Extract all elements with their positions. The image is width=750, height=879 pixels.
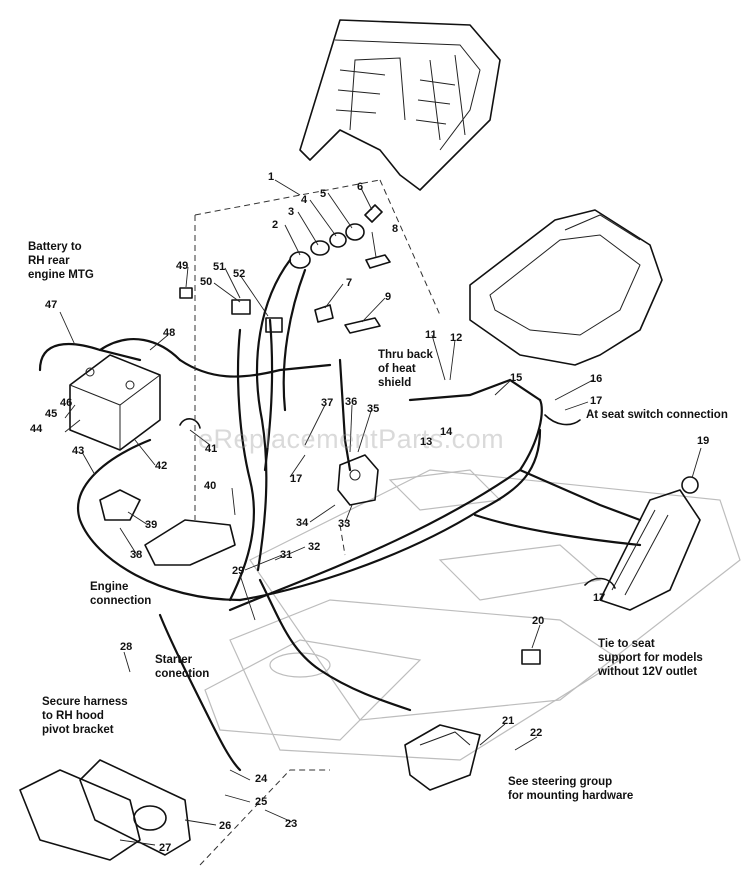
callout-26: 26 — [219, 820, 232, 832]
callout-14: 14 — [440, 426, 453, 438]
note-starter-text: Starter conection — [155, 654, 210, 680]
callout-28: 28 — [120, 641, 133, 653]
mounting-brackets — [99, 489, 481, 791]
callout-45: 45 — [45, 408, 58, 420]
note-heat-shield-text: Thru back of heat shield — [378, 349, 433, 389]
callout-42: 42 — [155, 460, 168, 472]
leader-lines — [59, 179, 702, 846]
callout-46: 46 — [60, 397, 73, 409]
callout-17-seat-switch: 17 — [590, 395, 603, 407]
note-steering-text: See steering group for mounting hardware — [508, 776, 634, 802]
callout-3: 3 — [288, 206, 295, 218]
note-hood-bracket: Secure harness to RH hood pivot bracket — [42, 695, 128, 737]
callout-38: 38 — [130, 549, 143, 561]
note-seat-support-text: Tie to seat support for models without 1… — [598, 638, 703, 678]
note-engine-connection: Engine connection — [90, 580, 151, 608]
callout-6: 6 — [357, 181, 364, 193]
callout-34: 34 — [296, 517, 309, 529]
callout-48: 48 — [163, 327, 176, 339]
note-seat-switch: At seat switch connection — [586, 408, 728, 422]
note-hood-text: Secure harness to RH hood pivot bracket — [42, 696, 128, 736]
callout-32: 32 — [308, 541, 321, 553]
note-steering-group: See steering group for mounting hardware — [508, 775, 633, 803]
note-engine-text: Engine connection — [90, 581, 152, 607]
solenoid — [337, 454, 379, 506]
dash-console — [299, 19, 501, 191]
callout-5: 5 — [320, 188, 327, 200]
callout-2: 2 — [272, 219, 279, 231]
callout-17-seat-support: 17 — [593, 592, 606, 604]
connectors — [179, 287, 541, 665]
callout-52: 52 — [233, 268, 246, 280]
battery — [69, 354, 161, 451]
callout-43: 43 — [72, 445, 85, 457]
note-battery-mount: Battery to RH rear engine MTG — [28, 240, 94, 282]
callout-50: 50 — [200, 276, 213, 288]
callout-8: 8 — [392, 223, 399, 235]
callout-13: 13 — [420, 436, 433, 448]
callout-39: 39 — [145, 519, 158, 531]
callout-15: 15 — [510, 372, 523, 384]
callout-17-harness: 17 — [290, 473, 303, 485]
callout-33: 33 — [338, 518, 351, 530]
note-starter-connection: Starter conection — [155, 653, 209, 681]
callout-21: 21 — [502, 715, 515, 727]
callout-44: 44 — [30, 423, 43, 435]
note-seat-switch-text: At seat switch connection — [586, 409, 728, 421]
callout-22: 22 — [530, 727, 543, 739]
callout-16: 16 — [590, 373, 603, 385]
note-seat-support: Tie to seat support for models without 1… — [598, 637, 703, 679]
callout-35: 35 — [367, 403, 380, 415]
callout-12: 12 — [450, 332, 463, 344]
callout-20: 20 — [532, 615, 545, 627]
callout-41: 41 — [205, 443, 218, 455]
note-battery-text: Battery to RH rear engine MTG — [28, 241, 94, 281]
callout-11: 11 — [425, 329, 437, 341]
callout-7: 7 — [346, 277, 353, 289]
callout-29: 29 — [232, 565, 245, 577]
callout-19: 19 — [697, 435, 710, 447]
callout-36: 36 — [345, 396, 358, 408]
wiring-harness — [38, 258, 642, 772]
callout-31: 31 — [280, 549, 293, 561]
callout-25: 25 — [255, 796, 268, 808]
headlight-assembly — [19, 759, 191, 861]
note-heat-shield: Thru back of heat shield — [378, 348, 433, 390]
callout-4: 4 — [301, 194, 308, 206]
callout-9: 9 — [385, 291, 392, 303]
reference-lines — [194, 179, 441, 866]
callout-1: 1 — [268, 171, 275, 183]
watermark: eReplacementParts.com — [198, 424, 505, 454]
seat-switch-bracket — [544, 414, 701, 611]
seat — [469, 209, 663, 366]
callout-49: 49 — [176, 260, 189, 272]
callout-27: 27 — [159, 842, 172, 854]
callout-24: 24 — [255, 773, 268, 785]
callout-47: 47 — [45, 299, 58, 311]
callout-51: 51 — [213, 261, 226, 273]
callout-40: 40 — [204, 480, 217, 492]
callout-23: 23 — [285, 818, 298, 830]
callout-37: 37 — [321, 397, 334, 409]
